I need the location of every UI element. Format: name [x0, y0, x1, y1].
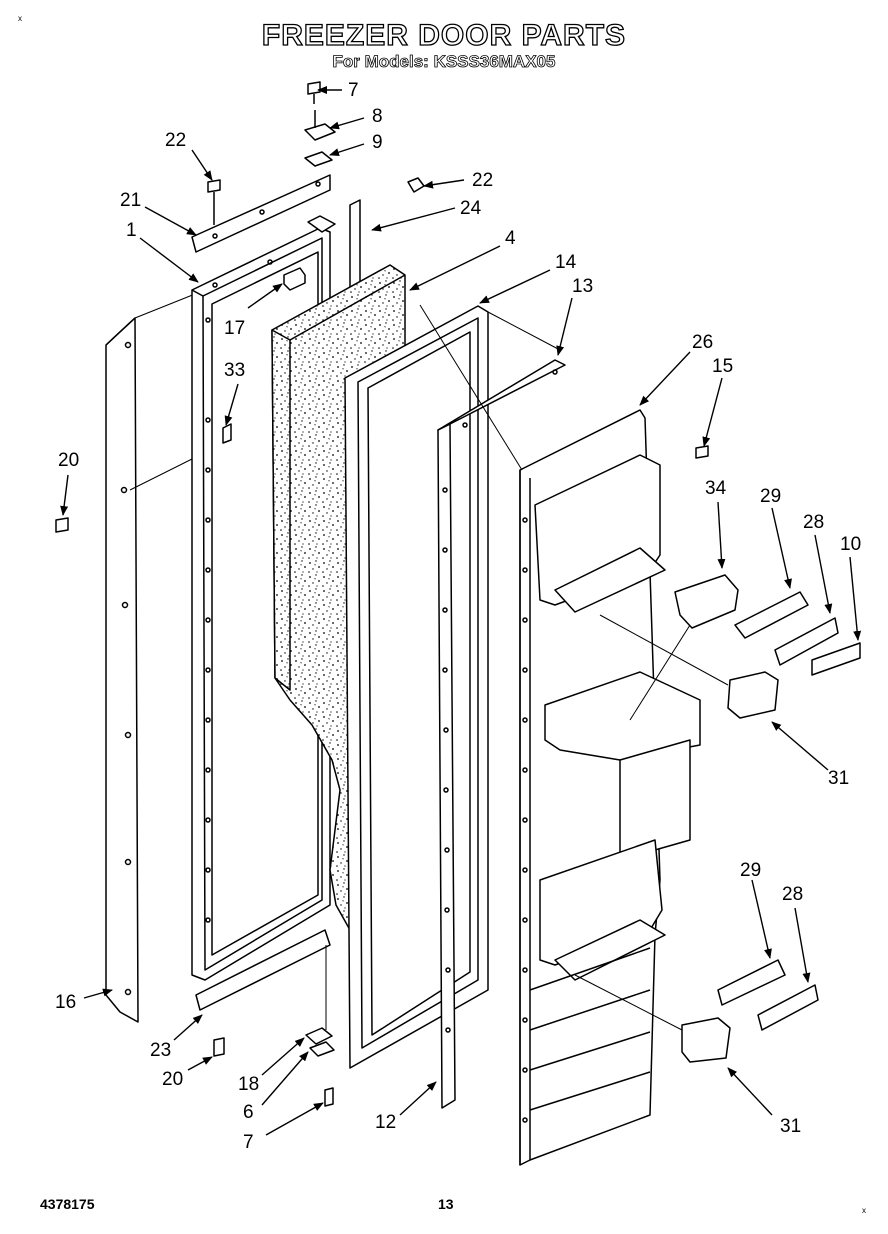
callout-17: 17	[224, 318, 245, 339]
callout-22-right: 22	[472, 170, 493, 191]
callout-15: 15	[712, 356, 733, 377]
diagram-title: FREEZER DOOR PARTS	[261, 19, 627, 52]
hinge-pin-6	[309, 1041, 335, 1057]
cover-31-upper	[727, 671, 779, 719]
callout-23: 23	[150, 1040, 171, 1061]
screw-22-right	[407, 177, 425, 193]
hinge-plate-9	[304, 151, 333, 167]
screw-20-left	[55, 517, 69, 533]
callout-28-lower: 28	[782, 884, 803, 905]
callout-33: 33	[224, 360, 245, 381]
corner-mark-bottom: x	[862, 1206, 866, 1215]
callout-24: 24	[460, 198, 482, 219]
page-number: 13	[438, 1196, 454, 1212]
callout-20-left: 20	[58, 450, 79, 471]
door-liner-frame	[344, 305, 489, 1069]
clip-17	[283, 267, 306, 291]
trim-29-upper	[734, 591, 809, 639]
screw-22-top	[207, 179, 221, 193]
outer-door-panel	[105, 317, 139, 1023]
callout-7-top: 7	[348, 80, 359, 101]
callout-1: 1	[126, 220, 137, 241]
diagram-subtitle: For Models: KSSS36MAX05	[332, 52, 556, 72]
callout-20-bottom: 20	[162, 1069, 183, 1090]
callout-4: 4	[505, 228, 516, 249]
callout-31-upper: 31	[828, 768, 849, 789]
callout-22-left: 22	[165, 130, 186, 151]
callout-29-lower: 29	[740, 860, 761, 881]
callout-12: 12	[375, 1112, 396, 1133]
callout-10: 10	[840, 534, 861, 555]
hinge-plate-18	[305, 1027, 333, 1045]
callout-18: 18	[238, 1074, 259, 1095]
callout-28-upper: 28	[803, 512, 824, 533]
ice-chute	[674, 574, 739, 629]
hinge-pin-8	[304, 123, 336, 141]
screw-20-bottom	[213, 1037, 225, 1057]
screw-7-top	[307, 81, 321, 95]
trim-28-lower	[757, 984, 819, 1031]
clip-33	[222, 423, 232, 444]
callout-13: 13	[572, 276, 593, 297]
callout-6: 6	[243, 1102, 254, 1123]
bottom-hinge-bracket	[195, 929, 331, 1011]
label-10	[811, 642, 861, 676]
callout-16: 16	[55, 992, 76, 1013]
callout-29-upper: 29	[760, 486, 781, 507]
callout-26: 26	[692, 332, 713, 353]
callout-7-bottom: 7	[243, 1132, 254, 1153]
callout-9: 9	[372, 132, 383, 153]
corner-mark-top: x	[18, 14, 22, 23]
callout-21: 21	[120, 190, 141, 211]
screw-15	[695, 445, 709, 459]
callout-34: 34	[705, 478, 727, 499]
trim-28-upper	[774, 617, 839, 666]
trim-29-lower	[717, 959, 786, 1006]
callout-8: 8	[372, 106, 383, 127]
document-number: 4378175	[40, 1196, 95, 1212]
cover-31-lower	[681, 1017, 731, 1063]
screw-7-bottom	[324, 1087, 334, 1107]
callout-31-lower: 31	[780, 1116, 801, 1137]
callout-14: 14	[555, 252, 577, 273]
